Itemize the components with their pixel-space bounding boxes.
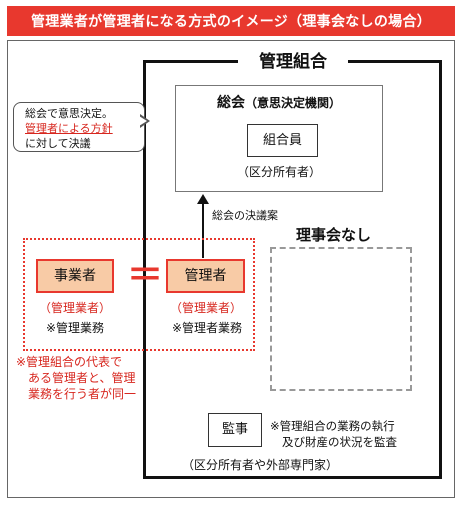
union-member-subtitle: （区分所有者） [236, 165, 321, 179]
auditor-description: ※管理組合の業務の執行 及び財産の状況を監査 [270, 418, 397, 450]
manager-box: 管理者 [166, 259, 245, 293]
callout-line-1: 総会で意思決定。 [25, 107, 113, 120]
same-entity-note-line-3: 業務を行う者が同一 [28, 387, 137, 401]
outer-frame [7, 40, 455, 498]
auditor-description-line-1: ※管理組合の業務の執行 [270, 419, 395, 433]
business-operator-subtitle: （管理業者） [38, 301, 111, 315]
same-entity-note: ※管理組合の代表で ある管理者と、管理 業務を行う者が同一 [16, 354, 146, 402]
business-operator-note: ※管理業務 [45, 321, 105, 335]
general-assembly-name: 総会 [216, 95, 245, 111]
same-entity-note-line-1: ※管理組合の代表で [16, 355, 123, 369]
no-board-label: 理事会なし [296, 226, 372, 244]
auditor-subtitle: （区分所有者や外部専門家） [181, 458, 338, 472]
callout-line-2: 管理者による方針 [25, 122, 113, 135]
auditor-description-line-2: 及び財産の状況を監査 [282, 435, 397, 449]
management-union-label: 管理組合 [238, 49, 348, 75]
diagram-title: 管理業者が管理者になる方式のイメージ（理事会なしの場合） [7, 6, 455, 36]
equals-sign: ＝ [127, 255, 164, 296]
no-board-dashed-box [270, 247, 412, 391]
general-assembly-title: 総会（意思決定機関） [175, 92, 383, 112]
resolution-label: 総会の決議案 [212, 209, 278, 222]
manager-subtitle: （管理業者） [169, 301, 242, 315]
same-entity-dotted-box [23, 238, 255, 351]
manager-note: ※管理者業務 [171, 321, 243, 335]
union-member-box: 組合員 [247, 124, 318, 157]
business-operator-box: 事業者 [36, 259, 114, 293]
auditor-box: 監事 [208, 413, 262, 447]
same-entity-note-line-2: ある管理者と、管理 [28, 371, 136, 385]
callout-tail-fill [139, 116, 147, 126]
resolution-arrow-line [202, 202, 204, 258]
general-assembly-subtitle: （意思決定機関） [244, 96, 341, 110]
callout-line-3: に対して決議 [25, 137, 91, 150]
resolution-arrow-head-icon [197, 194, 209, 204]
assembly-callout: 総会で意思決定。 管理者による方針 に対して決議 [13, 102, 145, 152]
